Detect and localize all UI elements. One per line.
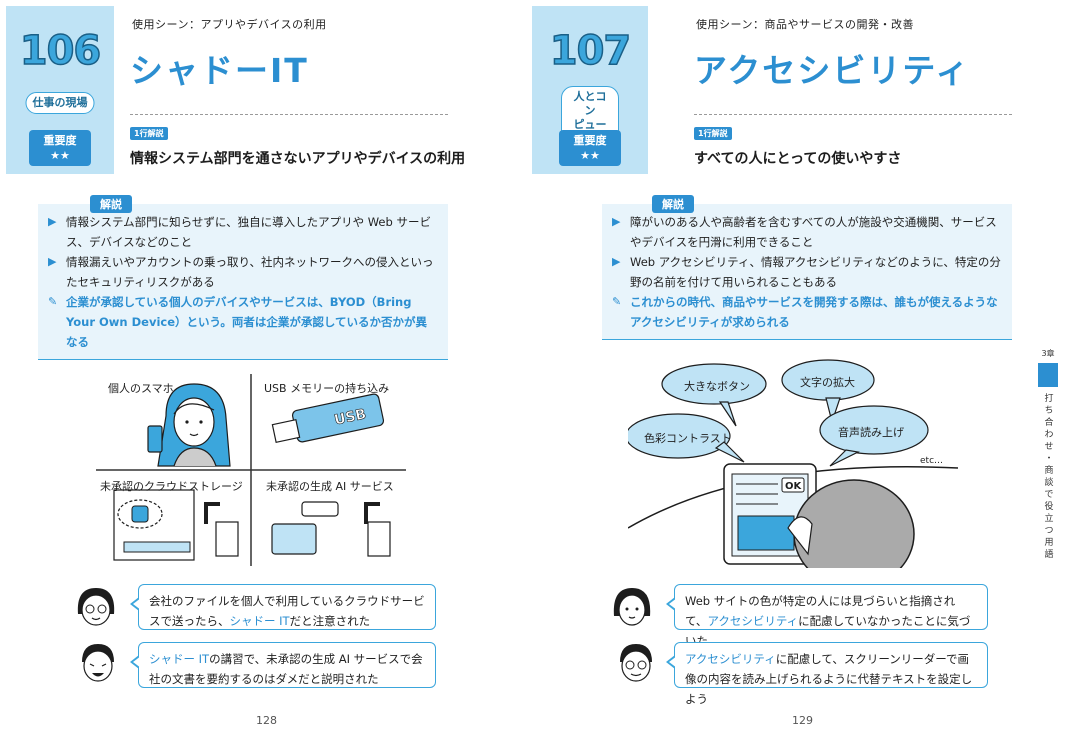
panel-caption: 個人のスマホ bbox=[108, 382, 174, 395]
dialogue-bubble-1: Web サイトの色が特定の人には見づらいと指摘されて、アクセシビリティに配慮して… bbox=[666, 584, 988, 648]
panel-caption: USB メモリーの持ち込み bbox=[264, 382, 390, 395]
explanation-item: ▶障がいのある人や高齢者を含むすべての人が施設や交通機関、サービスやデバイスを円… bbox=[612, 212, 1002, 252]
usage-scene: 使用シーン：アプリやデバイスの利用 bbox=[132, 18, 327, 31]
man-avatar-icon bbox=[82, 644, 114, 682]
woman-avatar-icon bbox=[613, 588, 651, 626]
chapter-tab[interactable]: 3章 打ち合わせ・商談で役立つ用語 bbox=[1038, 348, 1058, 561]
woman-glasses-avatar-icon bbox=[77, 588, 115, 626]
importance-label: 重要度 bbox=[43, 134, 77, 147]
explanation-note: ✎これからの時代、商品やサービスを開発する際は、誰もが使えるようなアクセシビリテ… bbox=[612, 292, 1002, 332]
chapter-tab-bar bbox=[1038, 363, 1058, 387]
accessibility-illustration: OK bbox=[628, 359, 959, 568]
ai-chat-icon bbox=[271, 501, 391, 557]
oneline-tag: 1行解説 bbox=[694, 127, 732, 140]
term-number: 107 bbox=[549, 27, 632, 75]
explanation-item: ▶Web アクセシビリティ、情報アクセシビリティなどのように、特定の分野の名前を… bbox=[612, 252, 1002, 292]
category-pill: 仕事の現場 bbox=[25, 92, 95, 114]
explanation-item: ▶情報システム部門に知らせずに、独自に導入したアプリや Web サービス、デバイ… bbox=[48, 212, 438, 252]
speech-label: 大きなボタン bbox=[684, 380, 750, 393]
etc-label: etc… bbox=[920, 456, 944, 466]
importance-label: 重要度 bbox=[573, 134, 607, 147]
woman-with-phone-icon bbox=[147, 383, 231, 467]
explanation-box: 解説 ▶情報システム部門に知らせずに、独自に導入したアプリや Web サービス、… bbox=[38, 195, 448, 360]
usage-scene: 使用シーン：商品やサービスの開発・改善 bbox=[696, 18, 914, 31]
dialogue-bubble-2: アクセシビリティに配慮して、スクリーンリーダーで画像の内容を読み上げられるように… bbox=[666, 642, 988, 706]
term-title: シャドーIT bbox=[130, 51, 309, 90]
divider bbox=[694, 114, 1012, 115]
speech-bubble-icon bbox=[628, 359, 929, 467]
speech-label: 文字の拡大 bbox=[800, 376, 855, 389]
term-number: 106 bbox=[19, 27, 102, 75]
importance-badge: 重要度 ★★ bbox=[559, 130, 621, 166]
svg-text:USB: USB bbox=[333, 406, 368, 428]
triangle-bullet-icon: ▶ bbox=[612, 215, 621, 228]
triangle-bullet-icon: ▶ bbox=[48, 255, 57, 268]
pencil-icon: ✎ bbox=[612, 295, 622, 308]
divider bbox=[130, 114, 448, 115]
oneline-summary: 情報システム部門を通さないアプリやデバイスの利用 bbox=[130, 151, 466, 167]
dialogue-bubble-2: シャドー ITの講習で、未承認の生成 AI サービスで会社の文書を要約するのはダ… bbox=[130, 642, 436, 688]
chapter-title: 打ち合わせ・商談で役立つ用語 bbox=[1042, 393, 1053, 561]
usb-stick-icon: USB bbox=[271, 393, 385, 444]
term-number-box: 107 人とコン ピューター 重要度 ★★ bbox=[532, 6, 648, 174]
importance-badge: 重要度 ★★ bbox=[29, 130, 91, 166]
cloud-storage-icon bbox=[113, 489, 239, 561]
triangle-bullet-icon: ▶ bbox=[612, 255, 621, 268]
person-head-icon bbox=[787, 479, 915, 568]
explanation-box: 解説 ▶障がいのある人や高齢者を含むすべての人が施設や交通機関、サービスやデバイ… bbox=[602, 195, 1012, 340]
term-number-box: 106 仕事の現場 重要度 ★★ bbox=[6, 6, 114, 174]
dialogue-bubble-1: 会社のファイルを個人で利用しているクラウドサービスで送ったら、シャドー ITだと… bbox=[130, 584, 436, 630]
panel-caption: 未承認の生成 AI サービス bbox=[266, 480, 394, 493]
triangle-bullet-icon: ▶ bbox=[48, 215, 57, 228]
speech-label: 音声読み上げ bbox=[838, 426, 904, 439]
shadow-it-illustration: USB bbox=[96, 374, 406, 566]
oneline-tag: 1行解説 bbox=[130, 127, 168, 140]
importance-stars: ★★ bbox=[580, 149, 600, 162]
oneline-summary: すべての人にとっての使いやすさ bbox=[694, 151, 902, 167]
svg-text:OK: OK bbox=[785, 481, 803, 492]
left-page: 106 仕事の現場 重要度 ★★ 使用シーン：アプリやデバイスの利用 シャドーI… bbox=[6, 6, 466, 727]
page-number: 129 bbox=[792, 714, 813, 727]
term-title: アクセシビリティ bbox=[694, 51, 971, 90]
explanation-note: ✎企業が承認している個人のデバイスやサービスは、BYOD（Bring Your … bbox=[48, 292, 438, 352]
page-number: 128 bbox=[256, 714, 277, 727]
man-glasses-avatar-icon bbox=[620, 644, 652, 682]
explanation-tag: 解説 bbox=[90, 195, 132, 213]
explanation-tag: 解説 bbox=[652, 195, 694, 213]
importance-stars: ★★ bbox=[50, 149, 70, 162]
right-page: 107 人とコン ピューター 重要度 ★★ 使用シーン：商品やサービスの開発・改… bbox=[532, 0, 1088, 750]
chapter-number: 3章 bbox=[1041, 349, 1055, 358]
explanation-item: ▶情報漏えいやアカウントの乗っ取り、社内ネットワークへの侵入といったセキュリティ… bbox=[48, 252, 438, 292]
speech-label: 色彩コントラスト bbox=[644, 432, 732, 445]
panel-caption: 未承認のクラウドストレージ bbox=[100, 480, 243, 493]
pencil-icon: ✎ bbox=[48, 295, 58, 308]
